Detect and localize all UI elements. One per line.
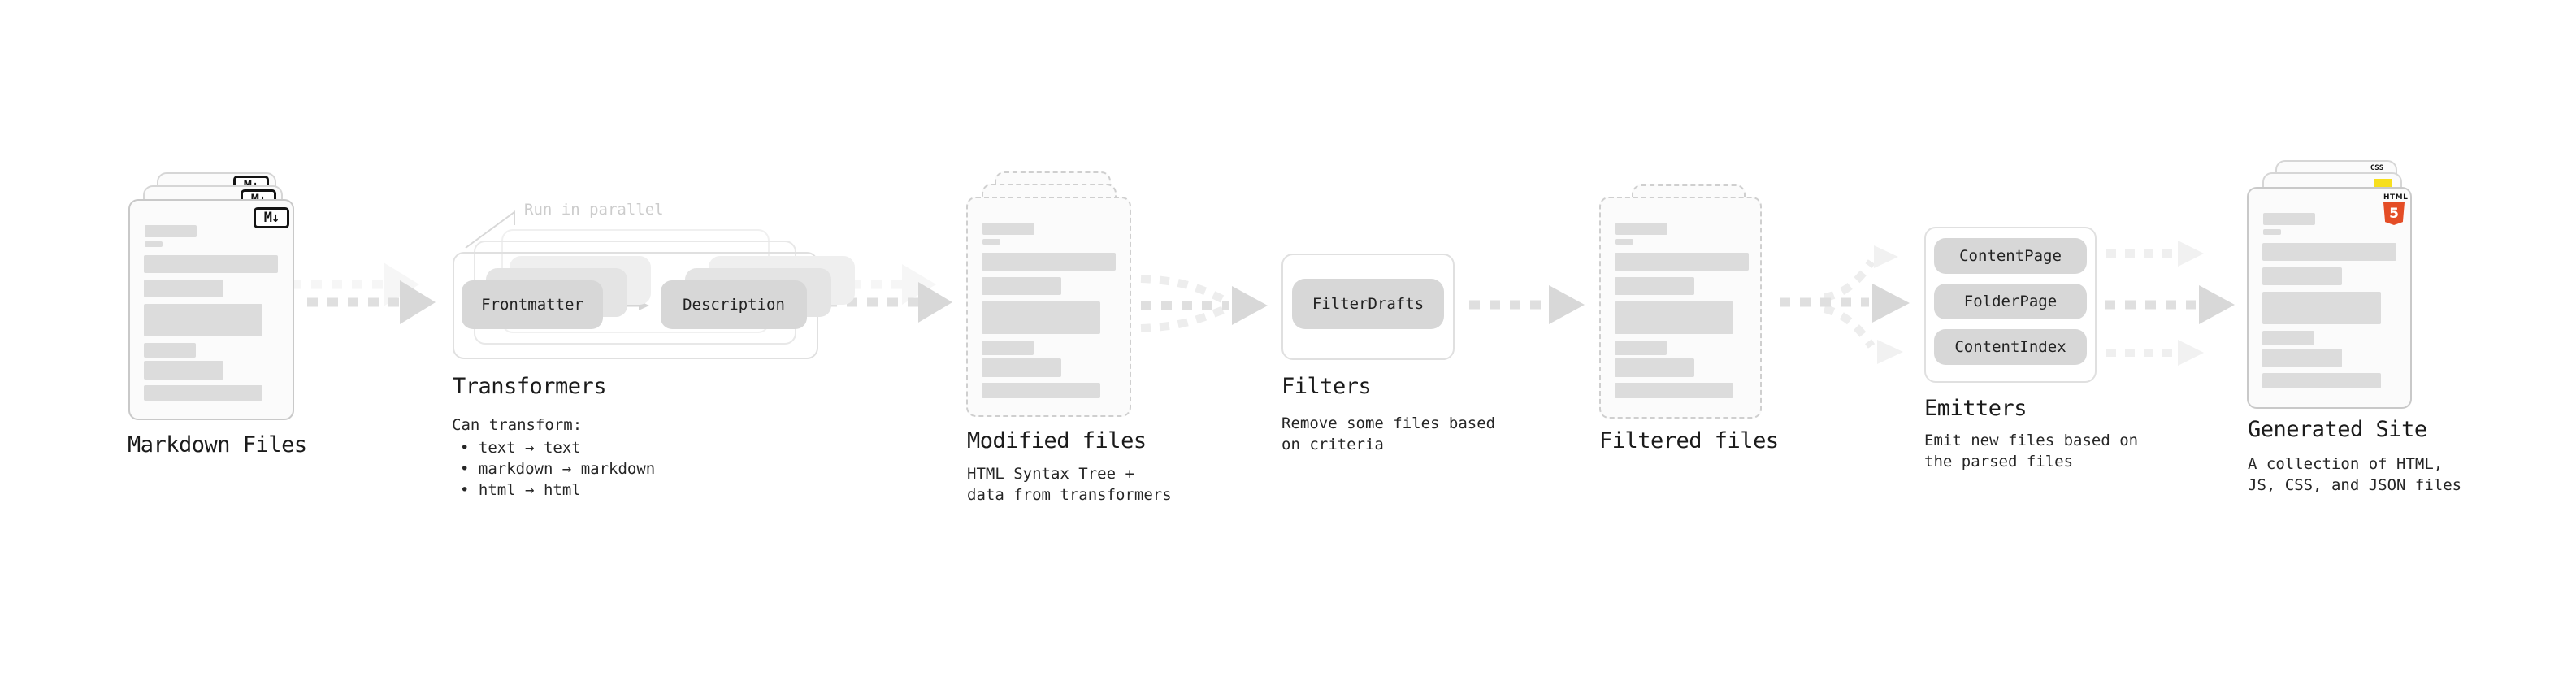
- filters-subline: on criteria: [1281, 436, 1384, 453]
- placeholder-text-bar: [1615, 301, 1733, 334]
- filtered-file-card: [1599, 197, 1762, 419]
- generated-site-subline: JS, CSS, and JSON files: [2248, 476, 2462, 494]
- html5-icon: HTML 5: [2383, 193, 2409, 225]
- placeholder-text-bar: [2263, 229, 2281, 235]
- emitters-subline: the parsed files: [1924, 453, 2074, 471]
- transformers-label: Transformers: [453, 374, 607, 399]
- placeholder-text-bar: [1615, 253, 1749, 271]
- placeholder-text-bar: [2262, 292, 2381, 324]
- markdown-files-label: Markdown Files: [128, 432, 307, 458]
- html5-icon-word: HTML: [2383, 193, 2409, 202]
- filters-subline: Remove some files based: [1281, 414, 1496, 432]
- placeholder-text-bar: [1615, 239, 1633, 245]
- html5-icon-shield: 5: [2383, 202, 2405, 225]
- placeholder-text-bar: [1615, 340, 1667, 355]
- placeholder-text-bar: [2263, 213, 2315, 225]
- markdown-file-card: M↓: [128, 199, 294, 420]
- arrow-emitters-to-generated: [2105, 241, 2235, 366]
- placeholder-text-bar: [144, 304, 262, 336]
- callout-leader-line: [465, 210, 515, 249]
- emitters-label: Emitters: [1924, 396, 2027, 421]
- arrow-modified-to-filters-merge: [1140, 275, 1268, 332]
- html-file-card: HTML 5: [2247, 187, 2412, 409]
- markdown-icon: M↓: [254, 207, 289, 228]
- placeholder-text-bar: [2262, 373, 2381, 388]
- placeholder-text-bar: [145, 225, 197, 237]
- modified-files-subline: data from transformers: [967, 486, 1172, 504]
- transformers-bullet: • text → text: [460, 439, 581, 457]
- modified-files-subline: HTML Syntax Tree +: [967, 465, 1134, 483]
- arrow-markdown-to-transformers: [291, 262, 436, 324]
- generated-site-label: Generated Site: [2248, 417, 2427, 442]
- filterdrafts-pill: FilterDrafts: [1292, 279, 1444, 329]
- arrow-transformers-to-modified: [810, 264, 952, 323]
- contentpage-emitter-pill: ContentPage: [1934, 238, 2087, 274]
- placeholder-text-bar: [982, 383, 1100, 398]
- placeholder-text-bar: [982, 239, 1000, 245]
- transformers-intro: Can transform:: [452, 416, 583, 434]
- placeholder-text-bar: [1615, 277, 1694, 295]
- folderpage-emitter-pill: FolderPage: [1934, 284, 2087, 319]
- contentindex-emitter-pill: ContentIndex: [1934, 329, 2087, 365]
- placeholder-text-bar: [2262, 243, 2396, 261]
- html5-icon-number: 5: [2389, 206, 2399, 222]
- placeholder-text-bar: [2262, 349, 2342, 367]
- filters-label: Filters: [1281, 374, 1372, 399]
- placeholder-text-bar: [145, 241, 163, 247]
- modified-files-label: Modified files: [967, 428, 1147, 453]
- run-in-parallel-callout: Run in parallel: [524, 201, 664, 219]
- placeholder-text-bar: [982, 277, 1061, 295]
- javascript-icon: [2374, 179, 2392, 189]
- placeholder-text-bar: [144, 343, 196, 358]
- arrow-filters-to-filtered: [1469, 285, 1585, 324]
- placeholder-text-bar: [982, 301, 1100, 334]
- placeholder-text-bar: [1615, 223, 1667, 235]
- filtered-files-label: Filtered files: [1599, 428, 1779, 453]
- modified-file-card: [966, 197, 1131, 417]
- placeholder-text-bar: [2262, 267, 2342, 285]
- emitters-subline: Emit new files based on: [1924, 432, 2139, 449]
- frontmatter-transformer-pill: Frontmatter: [462, 280, 603, 329]
- placeholder-text-bar: [144, 361, 223, 380]
- placeholder-text-bar: [1615, 383, 1733, 398]
- placeholder-text-bar: [982, 223, 1034, 235]
- placeholder-text-bar: [982, 253, 1116, 271]
- css-icon-text: CSS: [2370, 164, 2384, 172]
- transformers-bullet: • markdown → markdown: [460, 460, 656, 478]
- placeholder-text-bar: [144, 385, 262, 401]
- placeholder-text-bar: [144, 255, 278, 273]
- placeholder-text-bar: [2262, 331, 2314, 345]
- transformers-bullet: • html → html: [460, 481, 581, 499]
- placeholder-text-bar: [982, 340, 1034, 355]
- generated-site-subline: A collection of HTML,: [2248, 455, 2444, 473]
- description-transformer-pill: Description: [661, 280, 807, 329]
- placeholder-text-bar: [982, 358, 1061, 377]
- placeholder-text-bar: [1615, 358, 1694, 377]
- placeholder-text-bar: [144, 280, 223, 297]
- arrow-filtered-to-emitters-split: [1780, 245, 1910, 364]
